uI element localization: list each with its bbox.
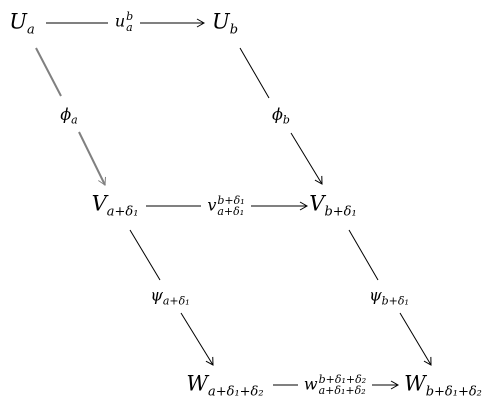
- node-v-a-base: V: [91, 191, 107, 216]
- arrow-psi-b-segment-2: [399, 312, 432, 366]
- label-phi-b-sub: b: [282, 113, 290, 127]
- label-psi-a-sub: a+δ₁: [162, 294, 190, 308]
- label-phi-a-base: ϕ: [60, 104, 72, 124]
- label-u-sub: a: [126, 21, 133, 34]
- label-phi-a: ϕa: [57, 104, 81, 127]
- node-u-a: Ua: [9, 9, 35, 38]
- arrow-phi-a-segment-2: [78, 131, 107, 186]
- arrow-phi-a-segment-1: [35, 47, 62, 97]
- node-v-a: Va+δ₁: [91, 191, 139, 220]
- node-w-b: Wb+δ₁+δ₂: [404, 371, 482, 400]
- label-w-sub: a+δ₁+δ₂: [318, 384, 366, 397]
- label-u-base: u: [114, 11, 126, 31]
- node-v-a-sub: a+δ₁: [106, 204, 139, 220]
- label-psi-b: ψb+δ₁: [366, 285, 412, 308]
- node-u-b-base: U: [211, 9, 230, 34]
- label-phi-b-base: ϕ: [272, 104, 283, 124]
- node-v-b-sub: b+δ₁: [324, 204, 357, 220]
- arrow-phi-b-segment-1: [239, 47, 270, 99]
- label-v-base: v: [207, 195, 217, 215]
- label-psi-b-sub: b+δ₁: [381, 294, 409, 308]
- node-w-a-sub: a+δ₁+δ₂: [207, 384, 264, 400]
- node-v-b: Vb+δ₁: [309, 191, 357, 220]
- arrow-psi-a-segment-1: [129, 229, 161, 281]
- node-w-a: Wa+δ₁+δ₂: [186, 371, 264, 400]
- arrow-psi-a-segment-2: [180, 312, 214, 366]
- label-v-sub: a+δ₁: [217, 205, 245, 218]
- label-w-base: w: [303, 374, 318, 394]
- node-w-b-base: W: [404, 371, 426, 396]
- arrow-psi-b-segment-1: [348, 229, 379, 281]
- label-v-sup: b+δ₁: [217, 194, 245, 207]
- node-u-b: Ub: [211, 9, 239, 38]
- label-w-sup: b+δ₁+δ₂: [318, 373, 367, 386]
- arrow-phi-b-segment-2: [290, 132, 323, 185]
- node-u-a-base: U: [9, 9, 27, 34]
- label-psi-a-base: ψ: [150, 285, 163, 305]
- label-psi-b-base: ψ: [369, 285, 382, 305]
- label-u-sup: b: [126, 10, 134, 23]
- node-u-a-sub: a: [26, 22, 35, 38]
- node-w-b-sub: b+δ₁+δ₂: [425, 384, 482, 400]
- node-v-b-base: V: [309, 191, 325, 216]
- node-u-b-sub: b: [229, 22, 239, 38]
- label-phi-a-sub: a: [71, 113, 78, 127]
- label-phi-b: ϕb: [269, 104, 293, 127]
- node-w-a-base: W: [186, 371, 208, 396]
- label-psi-a: ψa+δ₁: [147, 285, 193, 308]
